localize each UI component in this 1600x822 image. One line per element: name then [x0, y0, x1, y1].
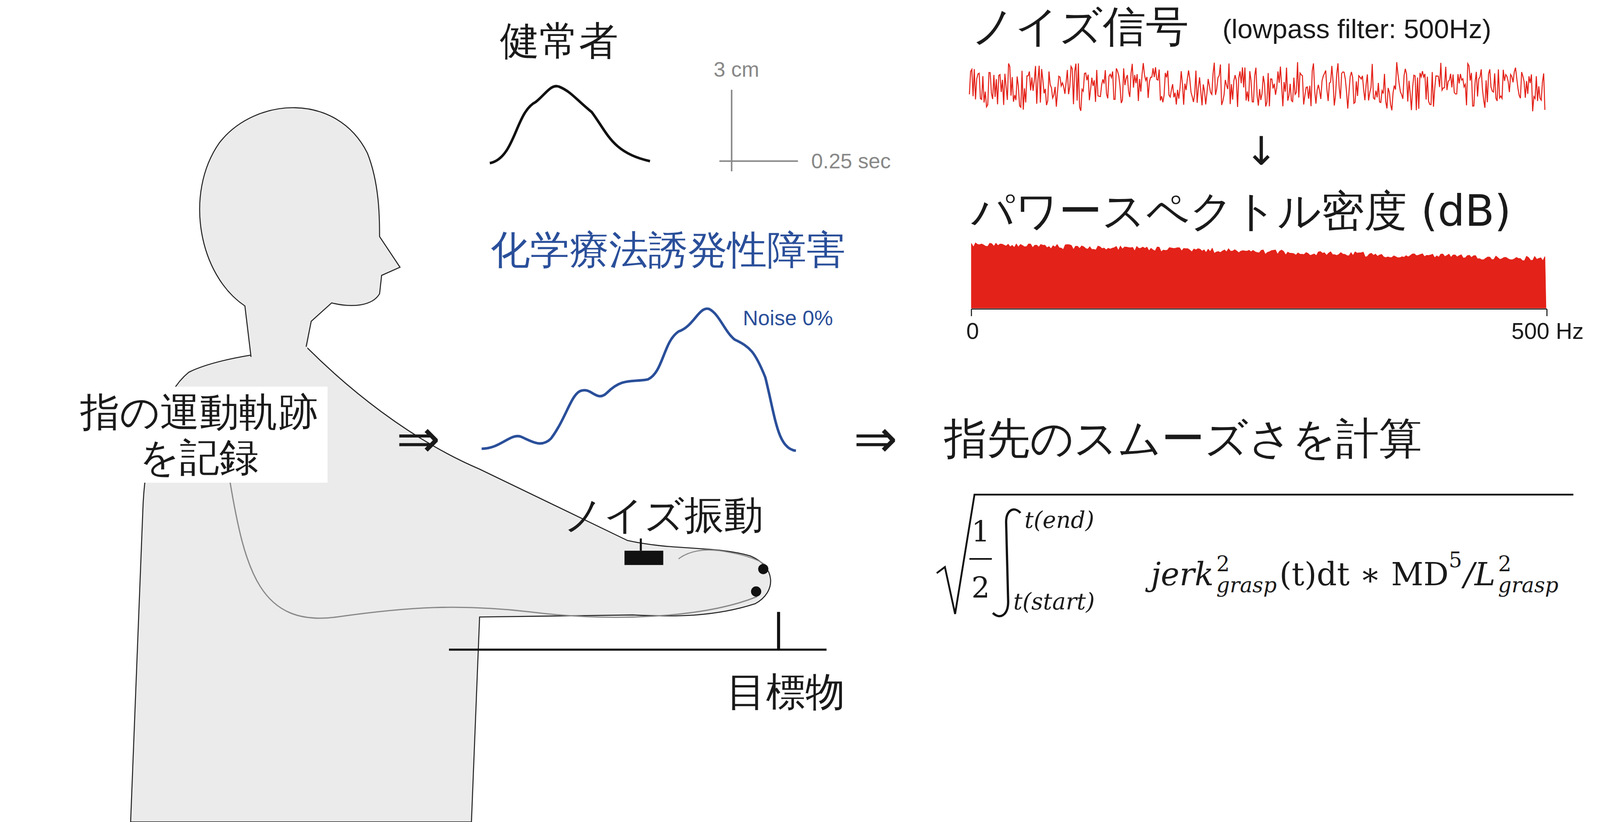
axis-label: 500 Hz: [1511, 318, 1584, 345]
cipn-trajectory: [481, 308, 796, 451]
part-label: 目標物: [726, 669, 845, 715]
formula-part: 2: [971, 571, 990, 605]
formula-part: (t)dt ∗ MD: [1279, 558, 1449, 591]
person-head: [199, 107, 400, 358]
sub-sup: 2grasp: [1216, 553, 1277, 596]
formula-part: /L: [1464, 558, 1496, 591]
healthy-trajectory: [489, 85, 650, 164]
marker: [758, 563, 769, 574]
scale-label: 3 cm: [713, 57, 760, 82]
vibrator: [624, 550, 663, 566]
table: [448, 648, 827, 652]
note: (lowpass filter: 500Hz): [1222, 13, 1492, 45]
arrow-symbol: ⇒: [396, 408, 441, 470]
curve-label: Noise 0%: [742, 306, 833, 331]
marker: [751, 586, 762, 597]
axis: [971, 308, 1547, 310]
scale-label: 0.25 sec: [811, 149, 891, 174]
sub-sup: 2grasp: [1498, 553, 1559, 596]
person-head-fill: [199, 107, 400, 358]
formula-part: grasp: [1498, 574, 1559, 596]
axis-label: 0: [966, 318, 980, 345]
power-spectrum: [971, 242, 1546, 309]
vibrator-lead: [639, 538, 642, 551]
formula: jerk2grasp(t)dt ∗ MD5/L2grasp: [1151, 553, 1561, 596]
arrow-symbol: ↓: [1244, 128, 1278, 175]
scale-bar: [719, 160, 799, 162]
formula-part: grasp: [1216, 574, 1277, 596]
formula-part: 2: [1498, 553, 1512, 575]
scale-bar: [730, 89, 733, 172]
formula-part: 2: [1216, 553, 1230, 575]
axis-tick: [1546, 309, 1548, 317]
heading: 指先のスムーズさを計算: [944, 413, 1422, 464]
heading: 健常者: [499, 17, 619, 64]
formula-part: t(end): [1024, 507, 1094, 534]
step-label: 指の運動軌跡を記録: [70, 386, 328, 483]
formula-part: jerk: [1151, 558, 1214, 591]
arrow-symbol: ⇒: [853, 408, 898, 470]
part-label: ノイズ振動: [563, 492, 764, 539]
fraction-bar: [969, 558, 992, 560]
noise-signal: [969, 62, 1546, 112]
heading: パワースペクトル密度 (dB): [971, 186, 1511, 236]
axis-tick: [970, 309, 972, 317]
formula-part: 5: [1448, 549, 1463, 571]
formula-part: 1: [971, 515, 990, 549]
target: [776, 612, 781, 650]
heading: 化学療法誘発性障害: [490, 227, 846, 273]
heading: ノイズ信号: [971, 1, 1189, 52]
formula-part: t(start): [1013, 588, 1095, 616]
hand-outline: [678, 550, 768, 568]
